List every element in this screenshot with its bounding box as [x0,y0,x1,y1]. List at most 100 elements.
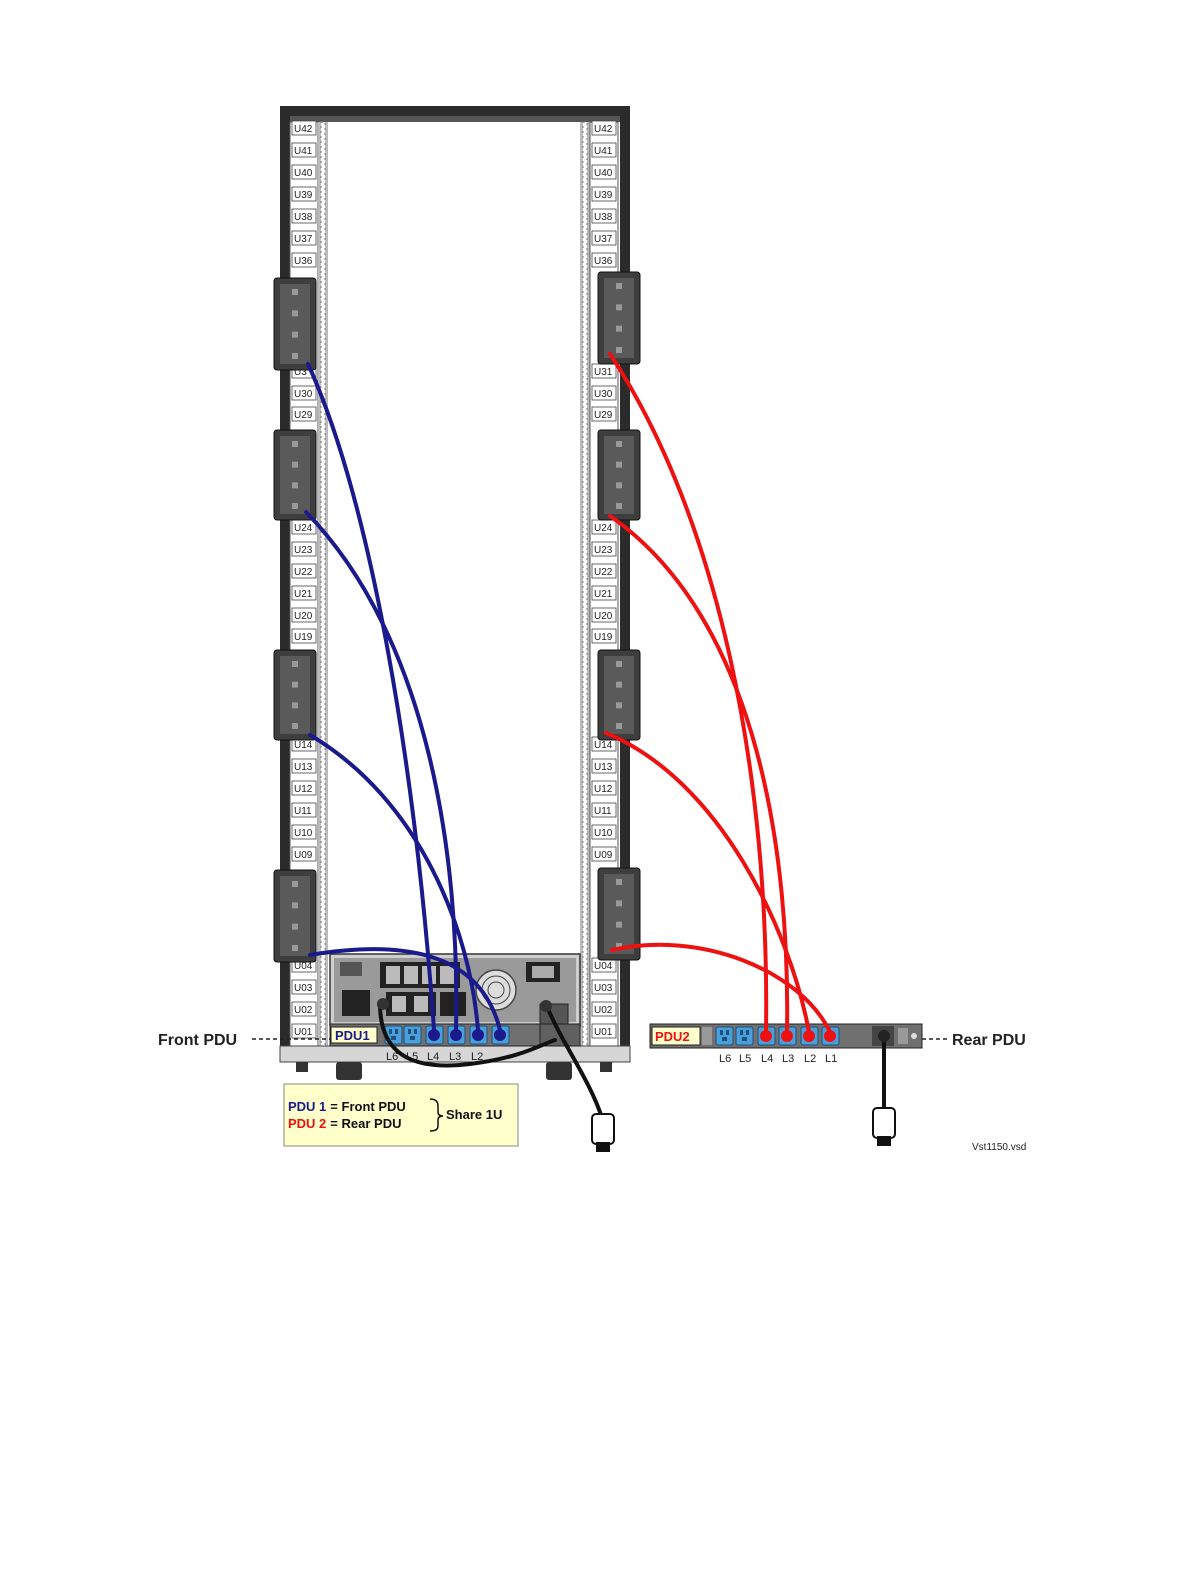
right-unit-box [591,230,617,246]
right-unit-label: U13 [594,762,613,773]
pdu2-outlet-l4 [757,1026,776,1046]
right-unit-box [591,758,617,774]
plug-icon [377,998,615,1152]
left-unit-label: U36 [294,256,313,267]
right-unit-label: U14 [594,740,613,751]
right-unit-label: U09 [594,850,613,861]
front-cable-l1 [308,947,502,1032]
pdu1-outlet-label-l6: L6 [386,1051,398,1063]
pdu2-outlet-label-l6: L6 [719,1053,731,1065]
front-pdu-callout: Front PDU [158,1032,237,1049]
left-unit-label: U37 [294,234,313,245]
pdu2-outlets [715,1026,840,1046]
pdu1-outlet-l2 [469,1025,488,1045]
right-unit-label: U24 [594,523,613,534]
left-unit-label: U04 [294,961,313,972]
svg-text:PDU 2= Rear PDU: PDU 2= Rear PDU [288,1116,401,1131]
left-unit-box [291,385,317,401]
right-unit-label: U42 [594,124,613,135]
left-unit-box [291,541,317,557]
rear-cable-l1 [610,942,832,1034]
left-unit-box [291,142,317,158]
left-unit-box [291,780,317,796]
right-unit-label: U36 [594,256,613,267]
vertical-power-strip [273,649,317,741]
left-unit-box [291,979,317,995]
left-unit-label: U40 [294,168,313,179]
left-unit-box [291,846,317,862]
left-unit-label: U42 [294,124,313,135]
left-unit-label: U38 [294,212,313,223]
left-unit-box [291,758,317,774]
right-unit-box [591,846,617,862]
right-unit-label: U40 [594,168,613,179]
left-unit-box [291,802,317,818]
left-unit-box [291,120,317,136]
vertical-power-strip [273,277,317,371]
right-unit-box [591,780,617,796]
pdu2-outlet-l5 [735,1026,754,1046]
pdu1-strip: PDU1 [329,1023,581,1047]
left-unit-label: U21 [294,589,313,600]
right-rail-unit-labels: U42U41U40U39U38U37U36U31U30U29U24U23U22U… [591,120,617,1039]
legend-pdu2-name: PDU 2 [288,1116,326,1131]
right-unit-box [591,607,617,623]
rear-pdu-callout: Rear PDU [952,1032,1026,1049]
right-unit-box [591,385,617,401]
pdu2-outlet-label-l5: L5 [739,1053,751,1065]
left-unit-box [291,824,317,840]
right-unit-label: U01 [594,1027,613,1038]
pdu1-outlet-l1 [491,1025,510,1045]
vertical-power-strip [273,869,317,963]
right-unit-box [591,541,617,557]
left-unit-label: U01 [294,1027,313,1038]
left-unit-label: U23 [294,545,313,556]
legend-brace [429,1098,444,1132]
rear-cable-l4 [608,352,769,1034]
left-unit-label: U14 [294,740,313,751]
pdu2-outlet-l1 [821,1026,840,1046]
right-unit-box [591,164,617,180]
pdu1-label: PDU1 [335,1028,370,1043]
left-unit-label: U03 [294,983,313,994]
left-unit-box [291,1001,317,1017]
front-cable-l4 [306,362,436,1032]
left-unit-label: U22 [294,567,313,578]
right-unit-label: U38 [594,212,613,223]
left-unit-box [291,563,317,579]
right-unit-box [591,208,617,224]
right-unit-box [591,1001,617,1017]
left-unit-box [291,628,317,644]
right-unit-box [591,824,617,840]
pdu2-outlet-label-l3: L3 [782,1053,794,1065]
vertical-power-strip [597,867,641,961]
power-input-cords [378,1002,886,1120]
legend-pdu1-name: PDU 1 [288,1099,326,1114]
vertical-power-strip [597,429,641,521]
left-unit-label: U39 [294,190,313,201]
vertical-power-strip [597,271,641,365]
left-unit-box [291,1023,317,1039]
right-unit-label: U37 [594,234,613,245]
pdu1-outlet-l5 [403,1025,422,1045]
left-unit-label: U13 [294,762,313,773]
pdu1-outlet-label-l4: L4 [427,1051,439,1063]
pdu1-outlet-l4 [425,1025,444,1045]
left-unit-box [291,607,317,623]
right-unit-label: U41 [594,146,613,157]
right-unit-box [591,585,617,601]
left-unit-box [291,164,317,180]
legend: PDU 1= Front PDU PDU 2= Rear PDU Share 1… [283,1083,519,1147]
diagram-filename: Vst1150.vsd [972,1142,1026,1153]
left-unit-label: U09 [294,850,313,861]
right-unit-box [591,142,617,158]
right-unit-label: U23 [594,545,613,556]
right-unit-label: U39 [594,190,613,201]
vertical-power-strips [273,271,641,963]
right-unit-label: U12 [594,784,613,795]
right-unit-label: U03 [594,983,613,994]
right-unit-label: U31 [594,367,613,378]
right-unit-label: U04 [594,961,613,972]
left-unit-label: U3 [294,367,307,378]
